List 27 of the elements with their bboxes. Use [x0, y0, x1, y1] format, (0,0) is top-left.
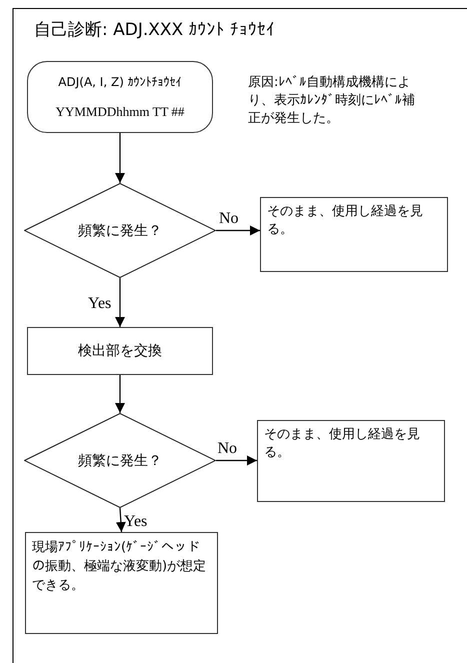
- decision-diamond: [24, 413, 216, 508]
- arrow: [115, 278, 125, 327]
- arrow: [115, 375, 125, 413]
- edge-label: Yes: [88, 296, 112, 312]
- process-box: [260, 197, 448, 272]
- note-text: 原因:ﾚﾍﾞﾙ自動構成機構により、表示ｶﾚﾝﾀﾞ時刻にﾚﾍﾞﾙ補正が発生した。: [248, 74, 416, 128]
- title: 自己診断: ADJ.XXX ｶｳﾝﾄ ﾁｮｳｾｲ: [34, 19, 276, 41]
- process-box: [257, 420, 445, 502]
- process-box: [27, 327, 213, 375]
- node-text: 現場ｱﾌﾟﾘｹｰｼｮﾝ(ｹﾞｰｼﾞヘッドの振動、極端な液変動)が想定できる。: [32, 539, 208, 595]
- node-text: 検出部を交換: [78, 342, 162, 360]
- node-text: ADJ(A, I, Z) ｶｳﾝﾄﾁｮｳｾｲ: [58, 74, 182, 92]
- arrow: [115, 133, 125, 183]
- arrow: [116, 508, 126, 532]
- node-text: YYMMDDhhmm TT ##: [56, 102, 184, 121]
- node-text: 頻繁に発生？: [78, 452, 162, 470]
- edge-label: No: [218, 440, 238, 456]
- node-text: そのまま、使用し経過を見る。: [264, 426, 421, 462]
- process-box: [25, 532, 218, 634]
- node-text: 頻繁に発生？: [78, 222, 162, 240]
- edge-label: No: [219, 210, 239, 226]
- node-text: そのまま、使用し経過を見る。: [267, 203, 424, 239]
- arrow: [216, 456, 257, 466]
- decision-diamond: [24, 183, 216, 278]
- arrow: [216, 226, 260, 236]
- edge-label: Yes: [124, 514, 148, 530]
- start-box: [27, 61, 213, 133]
